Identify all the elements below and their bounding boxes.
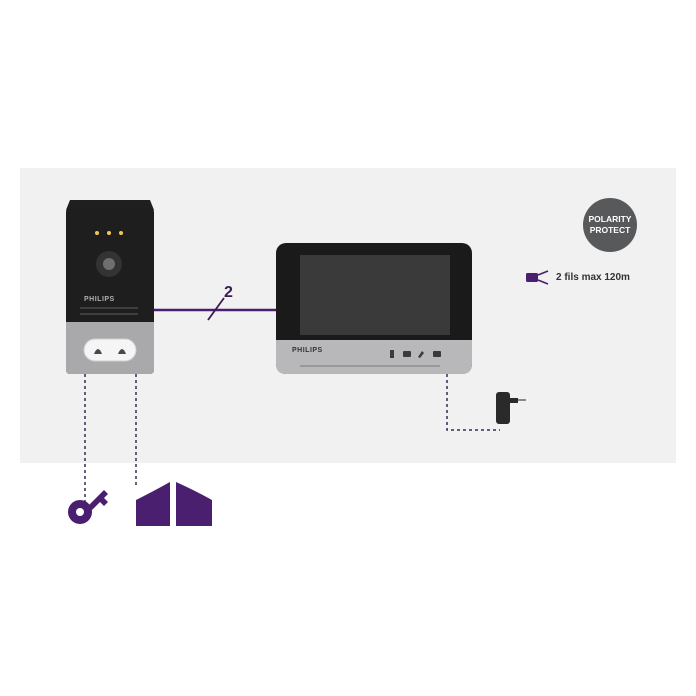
gate-icon bbox=[136, 482, 212, 526]
polarity-badge-line2: PROTECT bbox=[589, 225, 631, 235]
wire-legend: 2 fils max 120m bbox=[526, 270, 630, 284]
led-indicator bbox=[107, 231, 111, 235]
message-icon bbox=[403, 351, 411, 357]
bell-icon bbox=[118, 349, 126, 354]
monitor-screen bbox=[300, 255, 450, 335]
key-release-icon bbox=[418, 351, 424, 358]
door-panel-rain-cover bbox=[66, 200, 154, 210]
wire-count-label: 2 bbox=[224, 284, 233, 301]
gate-release-icon bbox=[433, 351, 441, 357]
call-button bbox=[83, 338, 137, 362]
legend-icon-spacer bbox=[526, 270, 550, 284]
door-panel-brand: PHILIPS bbox=[84, 296, 115, 303]
key-icon bbox=[68, 490, 108, 524]
led-indicator bbox=[95, 231, 99, 235]
monitor-brand: PHILIPS bbox=[292, 347, 323, 354]
wire-legend-label: 2 fils max 120m bbox=[556, 271, 630, 283]
power-cable bbox=[446, 374, 500, 431]
polarity-badge: POLARITY PROTECT bbox=[583, 198, 637, 252]
monitor-silver-bezel bbox=[276, 340, 472, 374]
power-adapter-icon bbox=[496, 392, 510, 424]
wire-count-slash bbox=[207, 297, 225, 321]
bell-icon bbox=[94, 349, 102, 354]
monitor-button-icon bbox=[390, 350, 394, 358]
two-wire-legend-icon bbox=[526, 270, 549, 285]
polarity-badge-line1: POLARITY bbox=[588, 214, 632, 224]
led-indicator bbox=[119, 231, 123, 235]
